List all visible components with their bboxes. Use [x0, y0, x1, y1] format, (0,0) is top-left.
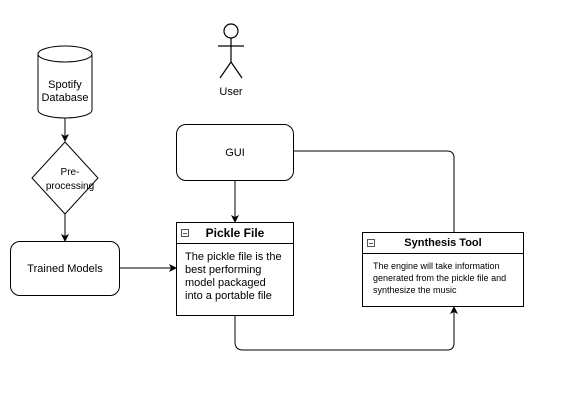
- gui-label: GUI: [225, 146, 245, 159]
- collapse-icon[interactable]: [181, 229, 189, 237]
- pickle-file-header: Pickle File: [177, 223, 293, 244]
- pickle-file-body: The pickle file is the best performing m…: [185, 251, 282, 302]
- preprocessing-label-line2: processing: [45, 181, 95, 192]
- edge-pickle-file-to-synthesis-tool: [234, 306, 458, 351]
- database-label-line1: Spotify: [48, 79, 82, 91]
- preprocessing-label: Pre- processing: [35, 166, 105, 194]
- preprocessing-label-line1: Pre-: [60, 167, 80, 178]
- synthesis-tool-title: Synthesis Tool: [404, 237, 482, 249]
- collapse-icon[interactable]: [367, 239, 375, 247]
- synthesis-tool-header: Synthesis Tool: [363, 233, 523, 254]
- gui-box: GUI: [176, 124, 294, 181]
- user-label: User: [219, 86, 243, 98]
- trained-models-box: Trained Models: [10, 241, 120, 296]
- synthesis-tool-body: The engine will take information generat…: [373, 261, 507, 295]
- synthesis-tool-panel: Synthesis Tool The engine will take info…: [362, 232, 524, 307]
- pickle-file-title: Pickle File: [205, 226, 265, 240]
- trained-models-label: Trained Models: [27, 262, 103, 275]
- user-actor-icon: [218, 23, 244, 79]
- pickle-file-panel: Pickle File The pickle file is the best …: [176, 222, 294, 316]
- database-cylinder-icon: [37, 45, 93, 119]
- edge-synthesis-tool-to-gui: [285, 147, 455, 232]
- database-label-line2: Database: [41, 92, 89, 104]
- database-label: Spotify Database: [30, 79, 100, 105]
